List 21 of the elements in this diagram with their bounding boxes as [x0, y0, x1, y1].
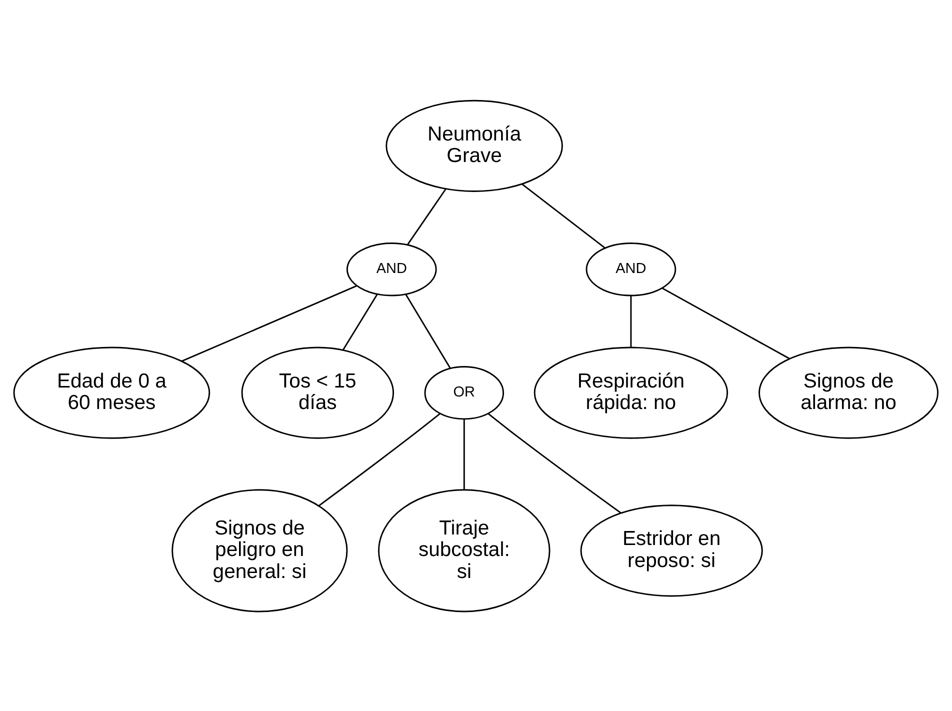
node-ellipse: Tos < 15 días — [241, 346, 394, 438]
connector — [182, 284, 358, 362]
connector — [405, 294, 451, 368]
node-ellipse: Respiración rápida: no — [534, 346, 728, 438]
node-ellipse: Signos de alarma: no — [758, 346, 938, 438]
node-ellipse: AND — [586, 242, 676, 296]
node-ellipse: Signos de peligro en general: si — [172, 488, 348, 612]
connector — [463, 418, 465, 490]
connector — [522, 183, 606, 248]
node-ellipse: Tiraje subcostal: si — [378, 488, 550, 612]
node-ellipse: Edad de 0 a 60 meses — [13, 346, 210, 438]
connector — [318, 412, 441, 506]
node-ellipse: Estridor en reposo: si — [580, 504, 763, 596]
node-ellipse: OR — [424, 366, 504, 420]
connector — [488, 412, 622, 514]
node-ellipse: AND — [346, 242, 437, 296]
connector — [342, 294, 378, 350]
connector — [407, 188, 446, 244]
connector — [662, 286, 790, 359]
connector — [630, 295, 632, 347]
node-ellipse: Neumonía Grave — [386, 99, 563, 192]
